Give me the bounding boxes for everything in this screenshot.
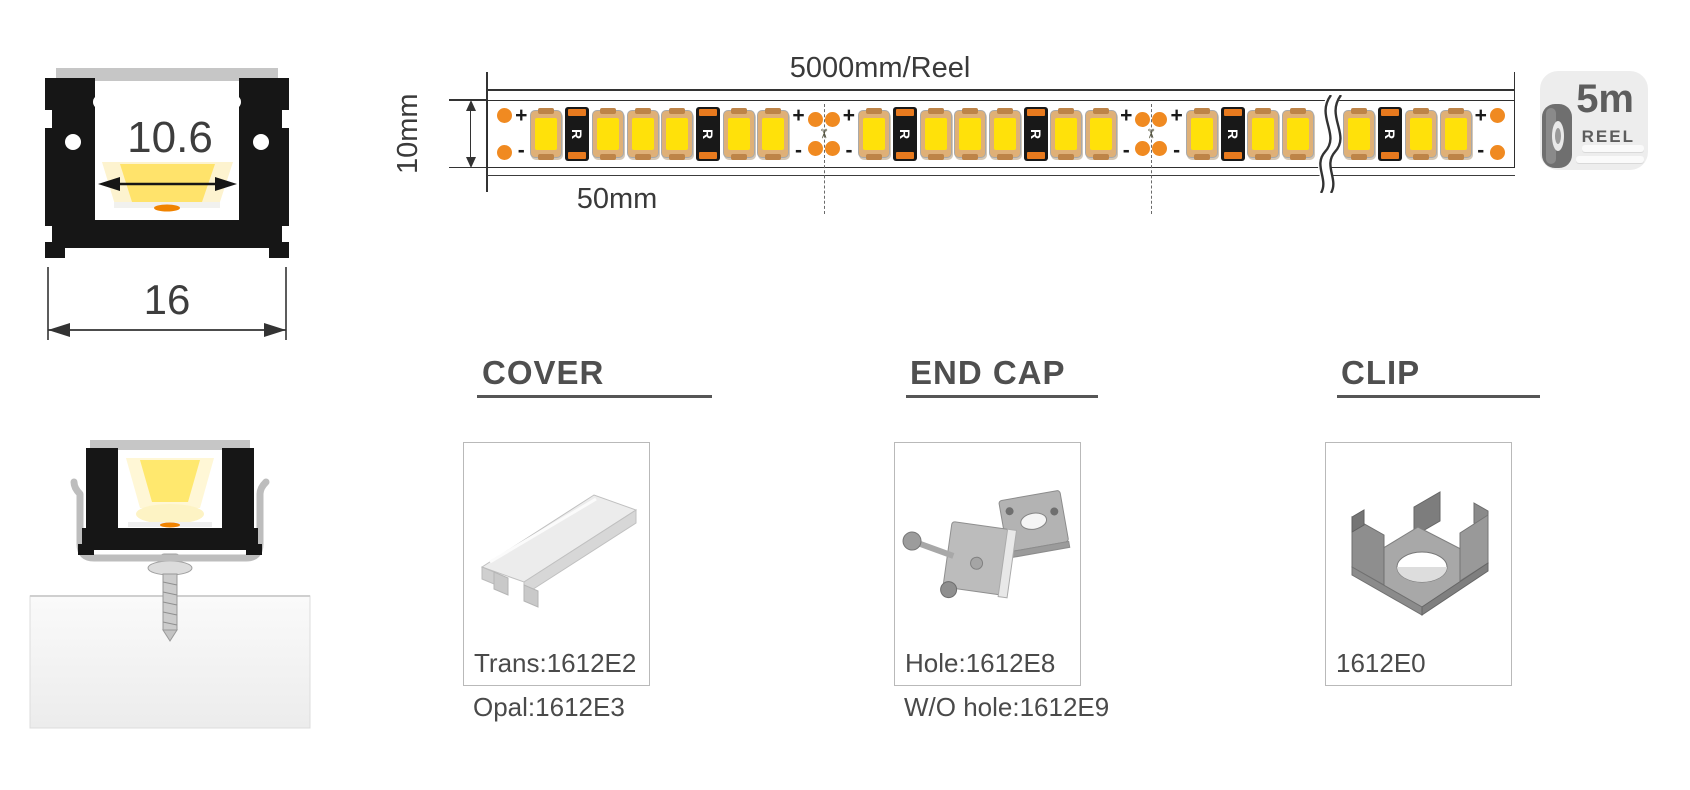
profile-cross-section-drawing: 10.6 16: [42, 68, 292, 340]
led-chip: [722, 110, 755, 158]
cover-section-rule: [477, 395, 712, 398]
reel-spool-icon: [1542, 104, 1572, 168]
resistor: R: [1220, 107, 1245, 161]
cover-illustration: [480, 494, 638, 608]
led-chip: [1085, 110, 1118, 158]
cover-strip: [56, 68, 278, 81]
led-chip: [1404, 110, 1437, 158]
led-chip: [919, 110, 952, 158]
width-tick-top: [449, 99, 487, 101]
profile-mounted-illustration: [28, 428, 313, 730]
led-strip: +- R R +- ✂ +- R R +- ✂ +- R R +-: [487, 95, 1515, 214]
profile-mounted-drawing: [29, 440, 311, 729]
led-chip: [1343, 110, 1376, 158]
reel-text: REEL: [1581, 127, 1635, 146]
strip-width-label: 10mm: [392, 93, 424, 175]
polarity-labels: +-: [1120, 104, 1133, 163]
clip-illustration: [1351, 491, 1489, 616]
clip-box: 1612E0: [1325, 442, 1512, 686]
resistor: R: [1023, 107, 1048, 161]
resistor: R: [565, 107, 590, 161]
cover-section-title: COVER: [482, 354, 605, 391]
led-chip-dot: [154, 204, 180, 212]
scissors-icon: ✂: [816, 128, 832, 140]
cut-point: ✂: [1135, 104, 1168, 214]
cut-dimension-line: [487, 175, 1515, 177]
led-chip: [1050, 110, 1083, 158]
width-arrow-down: [465, 157, 476, 168]
led-chip: [988, 110, 1021, 158]
clip-part-number: 1612E0: [1336, 648, 1426, 678]
polarity-labels: +-: [1474, 104, 1487, 163]
solder-pads: [1489, 108, 1505, 160]
endcap-illustration: [902, 490, 1071, 599]
led-chip: [1281, 110, 1314, 158]
profile-cross-section: 10.6 16: [40, 62, 295, 342]
reel-dimension-tick-right: [1513, 72, 1516, 100]
resistor: R: [695, 107, 720, 161]
width-dimension-line: [469, 102, 472, 166]
endcap-part-number: Hole:1612E8: [905, 648, 1056, 678]
strip-break: [1317, 95, 1342, 193]
cover-part-number: Trans:1612E2: [474, 648, 637, 678]
endcap-part-number-alt: W/O hole:1612E9: [904, 692, 1110, 722]
led-chip: [1439, 110, 1472, 158]
width-arrow-up: [465, 100, 476, 111]
led-chip: [1247, 110, 1280, 158]
cut-interval-label: 50mm: [576, 183, 658, 215]
cover-part-number-alt: Opal:1612E3: [473, 692, 625, 722]
polarity-labels: +-: [842, 104, 856, 163]
led-chip: [530, 110, 563, 158]
reel-length-label: 5000mm/Reel: [789, 52, 971, 84]
polarity-labels: +-: [515, 104, 528, 163]
scissors-icon: ✂: [1143, 128, 1159, 140]
led-chip: [757, 110, 790, 158]
led-chip: [1185, 110, 1218, 158]
resistor: R: [1378, 107, 1403, 161]
solder-pads: [497, 108, 512, 160]
led-strip-row: +- R R +- ✂ +- R R +- ✂ +- R R +-: [488, 95, 1514, 214]
endcap-section-rule: [906, 395, 1098, 398]
led-chip: [954, 110, 987, 158]
reel-length-value: 5m: [1576, 77, 1634, 121]
polarity-labels: +-: [792, 104, 805, 163]
led-chip: [661, 110, 694, 158]
resistor: R: [892, 107, 917, 161]
profile-body: [78, 440, 262, 555]
cover-box: Trans:1612E2: [463, 442, 650, 686]
led-chip: [858, 110, 891, 158]
outer-width-text: 16: [144, 276, 191, 323]
reel-badge: 5m REEL: [1540, 71, 1648, 170]
clip-section-rule: [1337, 395, 1540, 398]
strip-left-extension-line: [486, 72, 488, 192]
reel-dimension-line: [487, 89, 1515, 91]
clip-section-title: CLIP: [1341, 354, 1421, 391]
endcap-section-title: END CAP: [910, 354, 1066, 391]
cut-point: ✂: [807, 104, 840, 214]
endcap-box: Hole:1612E8: [894, 442, 1081, 686]
polarity-labels: +-: [1170, 104, 1183, 163]
inner-width-text: 10.6: [127, 113, 213, 162]
led-chip: [626, 110, 659, 158]
led-chip: [591, 110, 624, 158]
